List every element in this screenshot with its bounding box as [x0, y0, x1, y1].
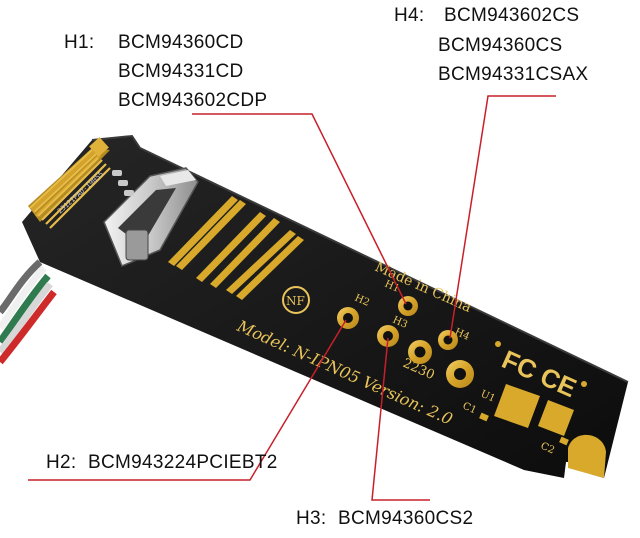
leader-line-h4 [449, 95, 556, 339]
callout-h1-chip-2: BCM94331CD [118, 61, 244, 82]
edge-connector-fingers [28, 137, 111, 229]
ribbon-cables [0, 259, 57, 365]
hole-h3 [377, 325, 399, 347]
callout-h4-chip-2: BCM94360CS [438, 35, 563, 56]
hole-h3b [408, 340, 432, 364]
callout-h3-chip-1: BCM94360CS2 [338, 508, 474, 529]
callout-h2-chip-1: BCM943224PCIEBT2 [88, 452, 278, 473]
component-label-u1: U1 [479, 389, 497, 405]
component-pads [479, 384, 606, 478]
gold-pad-rows [168, 196, 304, 300]
hole-h4 [438, 330, 458, 350]
callout-h3-title: H3: [296, 508, 327, 529]
callout-h1-chip-1: BCM94360CD [118, 32, 244, 53]
callout-h2-title: H2: [46, 452, 77, 473]
callout-h1-chip-3: BCM943602CDP [118, 90, 268, 111]
hole-h1 [398, 296, 418, 316]
leader-line-h2 [28, 319, 347, 481]
nf-logo-text: NF [286, 294, 305, 308]
nf-logo-icon: NF [282, 286, 310, 314]
component-label-c2: C2 [539, 441, 556, 457]
leader-line-h1 [192, 113, 407, 305]
callout-h4-chip-1: BCM943602CS [444, 5, 580, 26]
u-fl-connector [103, 167, 199, 267]
hole-h2 [337, 307, 359, 329]
callout-h4-chip-3: BCM94331CSAX [438, 64, 589, 85]
hole-large [446, 360, 474, 388]
callout-h1-title: H1: [64, 32, 95, 53]
leader-lines [28, 95, 556, 501]
callout-h4-title: H4: [394, 5, 425, 26]
edge-pads [495, 341, 587, 387]
pcb-board [22, 136, 628, 478]
component-label-c1: C1 [461, 401, 478, 417]
mounting-holes [337, 296, 474, 388]
leader-line-h3 [371, 337, 430, 501]
